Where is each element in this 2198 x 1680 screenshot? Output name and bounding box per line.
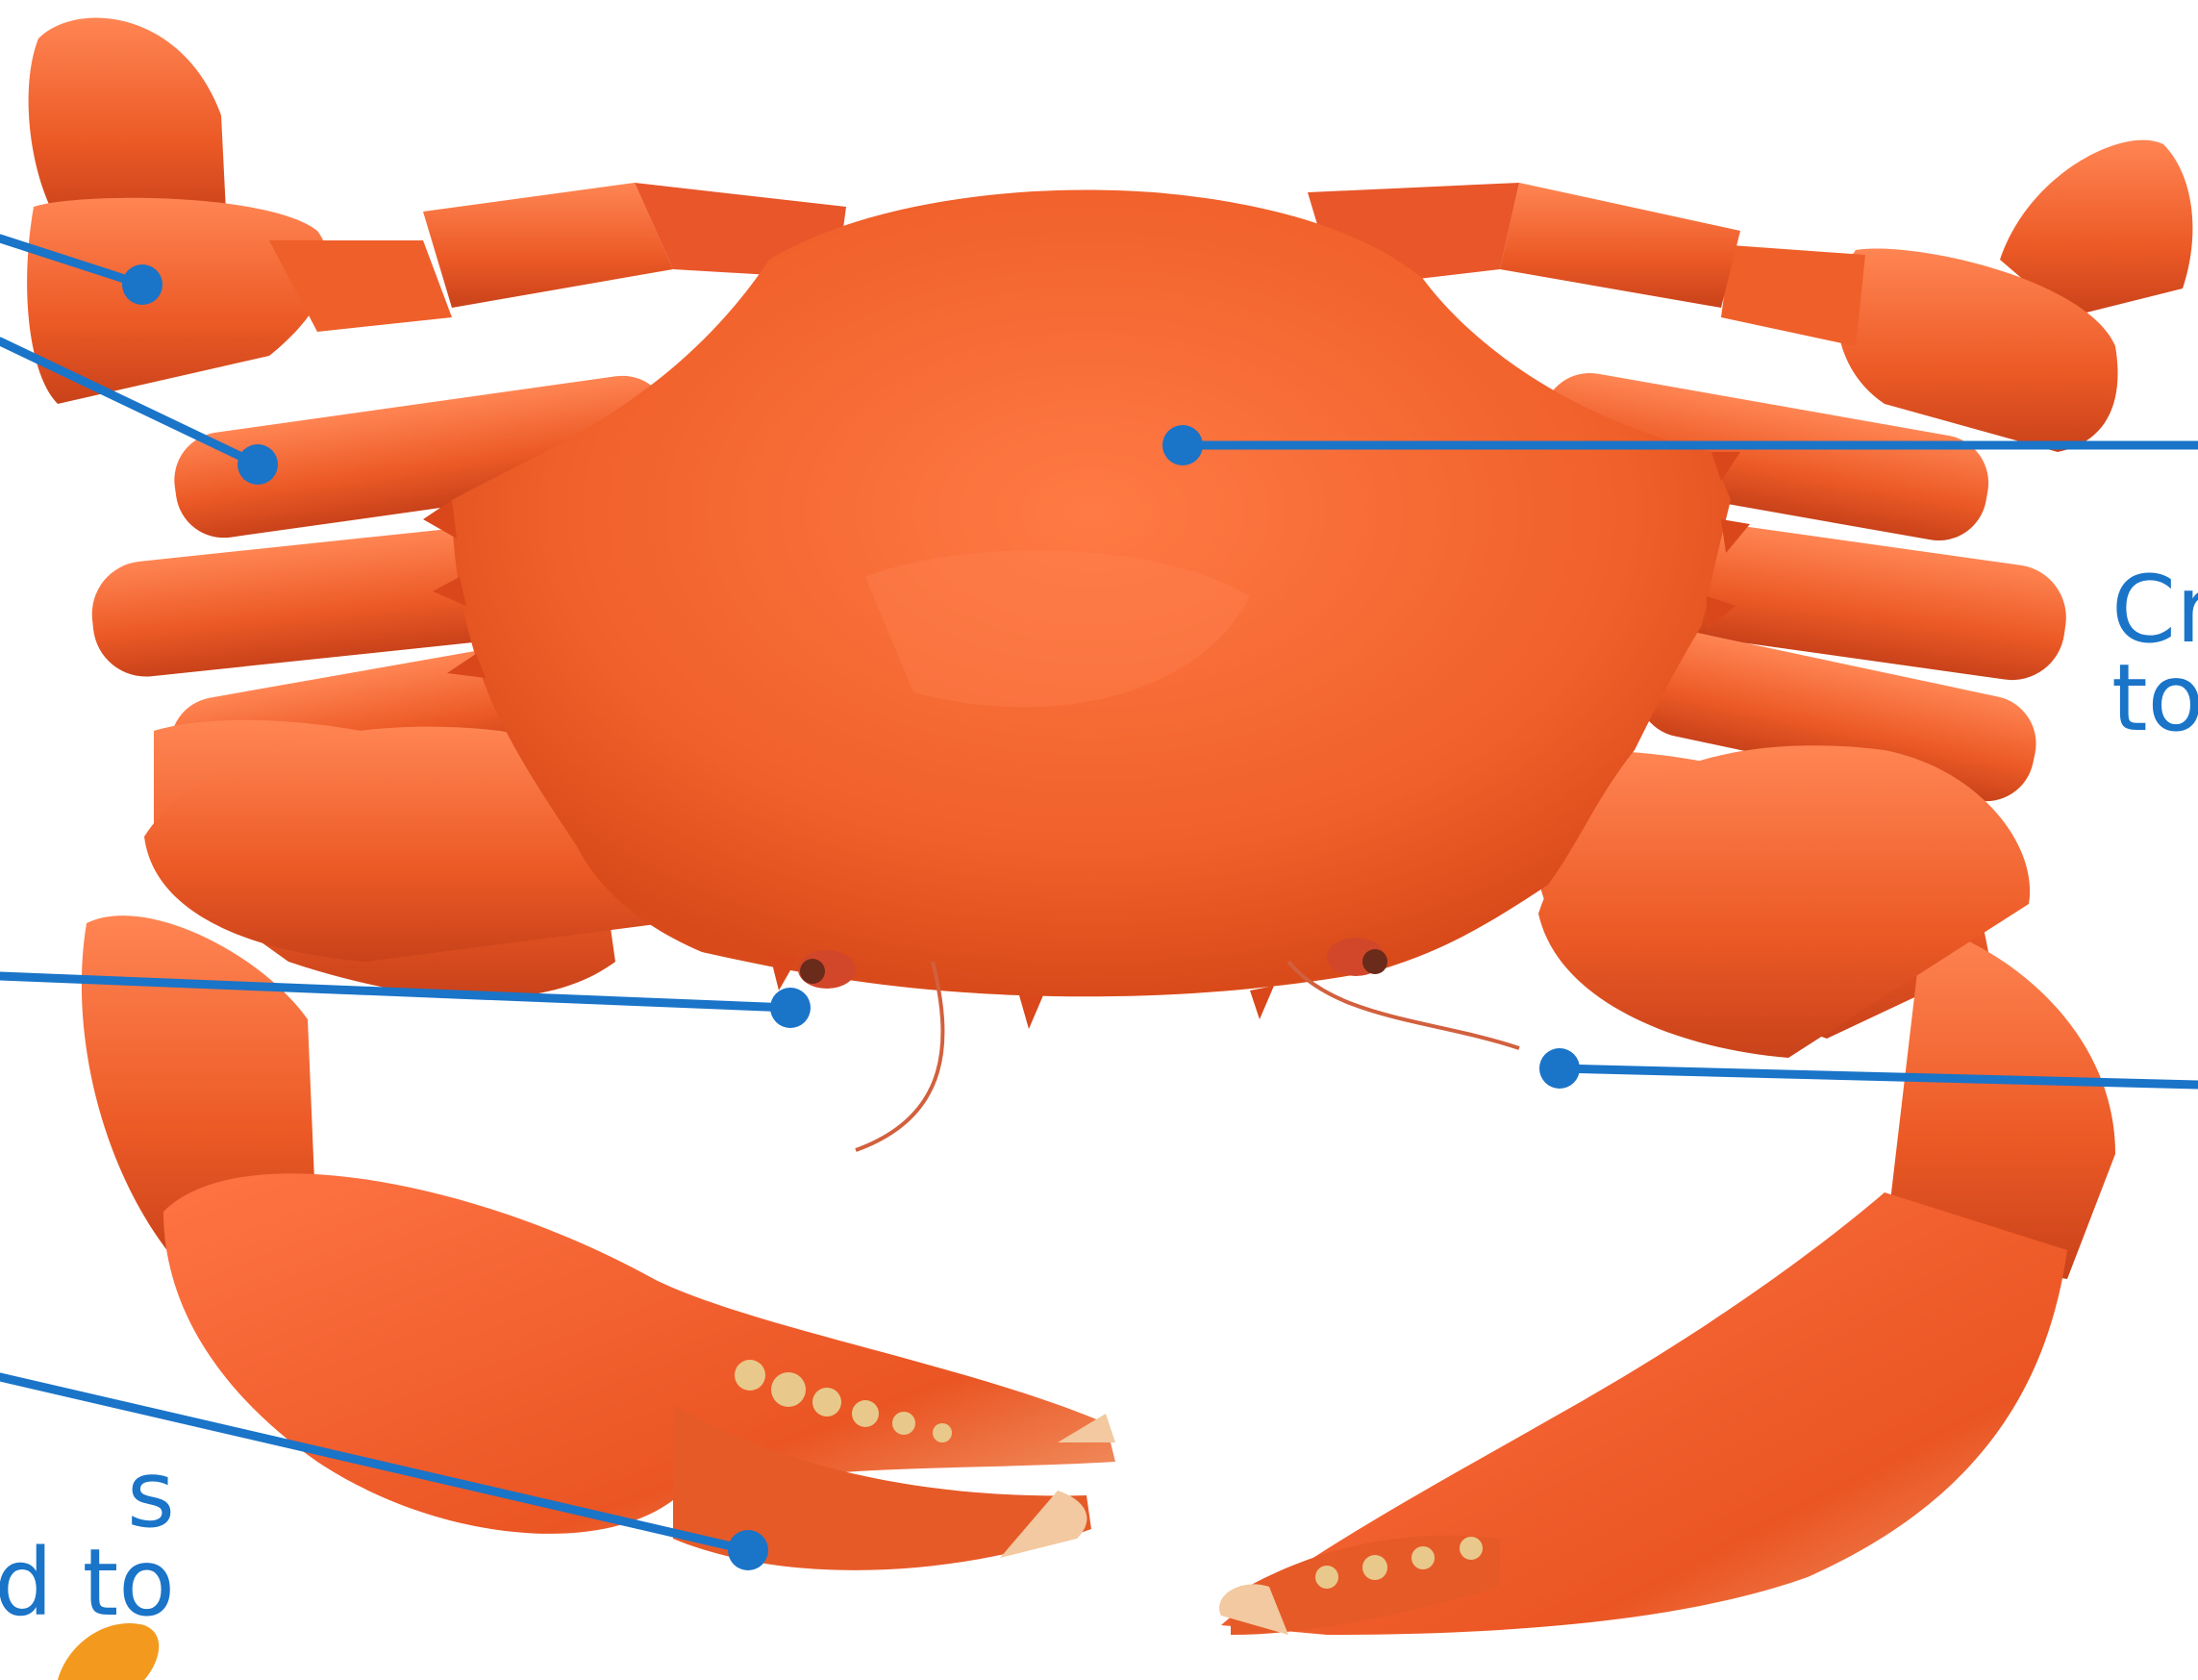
swimming-paddle-marker [122, 264, 162, 305]
walking-leg-marker [237, 444, 278, 485]
carapace-label-line2: to [2111, 654, 2198, 742]
antenna-marker [1539, 1048, 1580, 1089]
claw-marker [728, 1530, 768, 1570]
carapace-label-line1: Cr [2111, 565, 2198, 654]
claw-label-line2: d to [0, 1539, 175, 1627]
carapace-label: Cr to [2111, 565, 2198, 742]
claw-label: s d to [0, 1450, 175, 1627]
carapace-marker [1162, 425, 1203, 465]
eye-marker [770, 988, 811, 1028]
leader-line-antenna [1560, 1068, 2198, 1085]
claw-label-line1: s [0, 1450, 175, 1539]
